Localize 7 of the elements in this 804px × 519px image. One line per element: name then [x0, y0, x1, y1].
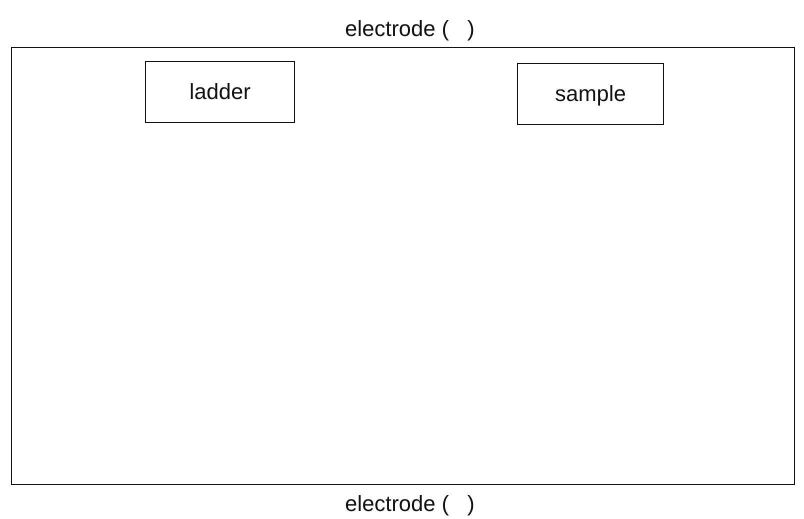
gel-box: [11, 47, 795, 485]
electrode-label: electrode ( ): [345, 16, 475, 42]
well-box: [517, 63, 664, 125]
well-label: ladder: [188, 79, 252, 105]
electrode-label: electrode ( ): [345, 491, 475, 517]
well-label: sample: [554, 81, 627, 107]
well-box: [145, 61, 295, 123]
